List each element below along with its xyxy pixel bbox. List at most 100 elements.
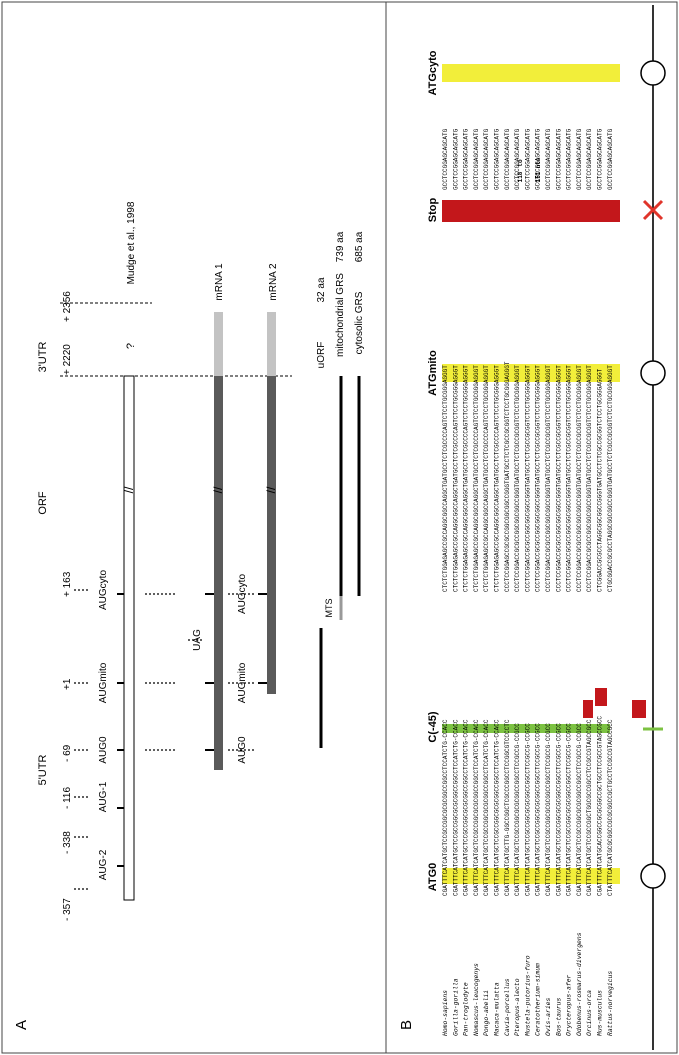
sequence-mid: CCCTCCGGACCGCGCCGGCGGCGGCCGGGTGATGCCTCTC… <box>586 365 593 592</box>
product-mito-length: 739 aa <box>335 231 346 262</box>
sequence-left: CGATTTCATCATGCTCCGCCGGCGCGCGGCCGGCCTCCAT… <box>442 719 449 896</box>
sequence-mid: CCCTCCGGACCGCGCCGGCGGCGGCCGGGTGATGCCTCTC… <box>555 365 562 592</box>
species-name: Odobenus-rosmarus-divergens <box>576 932 583 1036</box>
codon-aug-cyto-low: AUGcyto <box>237 574 248 614</box>
marker-atgmito <box>640 360 666 386</box>
pos-plus-2220: + 2220 <box>62 344 73 375</box>
sequence-mid: CCCTCCGGACCGCGCCGGCGGCGGCCGGGTGATGCCTCTC… <box>524 365 531 592</box>
sequence-mid: CTCTCTGGAGAGCCGCCAGGCGGCCAGGCTGATGCCTCTC… <box>473 365 480 592</box>
sequence-mid: CTCTCTGGAGAGCCGCCAGGCGGCCAGGCTGATGCCTCTC… <box>452 365 459 592</box>
product-cyto-name: cytosolic GRS <box>354 291 365 354</box>
sequence-left: CGATTTCATCATGCTCCGCCGGCGCGCGGCCGGCCTCCAT… <box>473 719 480 896</box>
codon-aug-0: AUG0 <box>98 736 109 764</box>
codon-aug-mito-low: AUGmito <box>237 662 248 703</box>
sequence-left: CGATTTCATCATGCTCCGCCGGCGCGCGGCCGGCCTCCGC… <box>524 723 531 896</box>
highlight-tag-mouse <box>632 700 646 718</box>
gap-note-1: 118 <box>517 171 524 182</box>
sequence-mid: CTCTCTGGAGAGCCGCCAGGCGGCCAGGCTGATGCCTCTC… <box>483 365 490 592</box>
mrna1-break-mark: // <box>211 486 225 493</box>
sequence-right: GCCTCCGGAGCAGCATG <box>535 128 542 190</box>
species-name: Ceratotherium-simum <box>535 963 542 1036</box>
product-cyto-length: 685 aa <box>354 231 365 262</box>
sequence-right: GCCTCCGGAGCAGCATG <box>473 128 480 190</box>
sequence-right: GCCTCCGGAGCAGCATG <box>555 128 562 190</box>
panel-b-label: B <box>398 1020 415 1030</box>
sequence-mid: CTCTCTGGAGAGCCGCCAGGCGGCCAGGCTGATGCCTCTC… <box>463 365 470 592</box>
gap-note-2: to <box>517 159 524 167</box>
sequence-left: CTATTTCATCATGCGCGGCCGCGCGGCCGCTGCCTCCGCC… <box>607 719 614 896</box>
sequence-right: GCCTCCGGAGCAGCATG <box>514 128 521 190</box>
species-name: Pan-troglodyte <box>463 982 470 1036</box>
highlight-stop <box>442 200 620 222</box>
sequence-left: CGATTTCATCATGCTCCGCCGGCGCGCGGCCGGCCTCCGC… <box>545 723 552 896</box>
sequence-right: GCCTCCGGAGCAGCATG <box>494 128 501 190</box>
species-name: Pteropus-alecto <box>514 978 521 1036</box>
codon-aug-m1: AUG-1 <box>98 781 109 812</box>
sequence-right: GCCTCCGGAGCAGCATG <box>463 128 470 190</box>
pos-plus-163: + 163 <box>62 571 73 597</box>
product-uorf-length: 32 aa <box>316 277 327 302</box>
gap-note-4: nts <box>535 157 542 168</box>
label-mrna2: mRNA 2 <box>268 263 279 301</box>
species-name: Nomascus-leucogenys <box>473 963 480 1036</box>
pos-minus-69: - 69 <box>62 744 73 762</box>
species-rows: Homo-sapiens CGATTTCATCATGCTCCGCCGGCGCGCG… <box>442 128 614 1036</box>
sequence-mid: CTCTCTGGAGAGCCGCCAGGCGGCCAGGCTGATGCCTCTC… <box>494 365 501 592</box>
sequence-left: CGATTTCATCATGCTCCGCCGGCGCGCGGCCGGCCTCCGC… <box>576 723 583 896</box>
transcript-mudge-bar <box>123 375 135 901</box>
sequence-right: GCCTCCGGAGCAGCATG <box>586 128 593 190</box>
highlight-atgmito <box>442 364 620 382</box>
sequence-left: CGATTTCATCATGCTCCGCCGGCTGGCGCCGGCCTCCGCC… <box>586 719 593 896</box>
sequence-mid: CCCTCCGGACCGCGCCGGCGGCGGCCGGGTGATGCCTCTC… <box>566 365 573 592</box>
sequence-right: GCCTCCGGAGCAGCATG <box>545 128 552 190</box>
panel-b: B ATG0 C(-45) ATGmito Stop ATGcyto Homo-… <box>398 5 666 1050</box>
sequence-left: CGATTTCATCATGCTCCGCCGGCGCGCGGCCGGCCTCCAT… <box>452 719 459 896</box>
sequence-mid: CCCTCCGGACCGCGCCGGCGGCGGCCGGGTGATGCCTCTC… <box>545 365 552 592</box>
species-name: Orcinus-orca <box>586 990 593 1036</box>
region-orf: ORF <box>37 491 49 515</box>
mrna2-bar <box>267 376 276 694</box>
sequence-mid: CCCTCCGGACCGCGCCGGCGGCGGCCGGGTGATGCCTCTC… <box>576 365 583 592</box>
sequence-right: GCCTCCGGAGCAGCATG <box>597 128 604 190</box>
sequence-left: CGATTTCATCATGCTCCGCCGGCGCGCGGCCGGCCTCCAT… <box>463 719 470 896</box>
species-name: Homo-sapiens <box>442 990 449 1036</box>
sequence-left: CGATTTCATCATGCTCCGCCGGCGCGCGGCCGGCCTCCGC… <box>535 723 542 896</box>
header-stop: Stop <box>427 198 439 223</box>
sequence-left: CGATTTCATCATGCTTG-GGCCGGCTCGCCCGGCCTCCGG… <box>504 719 511 896</box>
question-mark: ? <box>125 343 137 349</box>
highlight-atg0 <box>442 868 620 884</box>
mrna2-utr3 <box>267 312 276 376</box>
sequence-right: GCCTCCGGAGCAGCATG <box>442 128 449 190</box>
sequence-right: GCCTCCGGAGCAGCATG <box>524 128 531 190</box>
sequence-mid: CTGCGGACCGCGCCTAGGCGGCGGCCGGGTGATGCCTCTC… <box>607 365 614 592</box>
pos-minus-357: - 357 <box>62 898 73 921</box>
sequence-right: GCCTCCGGAGCAGCATG <box>607 128 614 190</box>
mudge-break-mark: // <box>122 486 136 493</box>
sequence-right: GCCTCCGGAGCAGCATG <box>566 128 573 190</box>
species-name: Mus-musculus <box>597 990 604 1036</box>
sequence-left: CGATTTCATCATGCTCCGCCGGCGCGCGGCCGGCCTCCAT… <box>483 719 490 896</box>
sequence-right: GCCTCCGGAGCAGCATG <box>483 128 490 190</box>
sequence-right: GCCTCCGGAGCAGCATG <box>576 128 583 190</box>
sequence-mid: CTCGGACCGCGCCTAGGCGGCGGCCGGGTGATGCCTCTCG… <box>597 368 604 592</box>
label-mts: MTS <box>324 599 334 618</box>
pos-minus-338: - 338 <box>62 831 73 854</box>
sequence-left: CGATTTCATCATGCTCCGCCGGCGCGCGGCCGGCCTCCGC… <box>514 723 521 896</box>
marker-stop <box>642 199 664 221</box>
species-name: Bos-taurus <box>555 997 562 1036</box>
species-name: Gorilla-gorilla <box>452 978 459 1036</box>
species-name: Mustela-putorius-furo <box>524 955 531 1036</box>
codon-aug-m2: AUG-2 <box>98 849 109 880</box>
sequence-mid: CCCTCCGGAGCCGCGCCGGCGGCGGCCGGGTGATGCCTCT… <box>504 361 511 592</box>
panel-b-frame <box>385 1 678 1054</box>
header-c45: C(-45) <box>427 711 439 743</box>
sequence-mid: CTCTCTGGAGAGCCGCCAGGCGGCCAGGCTGATGCCTCTC… <box>442 365 449 592</box>
panel-a-label: A <box>13 1020 30 1030</box>
sequence-mid: CCCTCCGGACCGCGCCGGCGGCGGCCGGGTGATGCCTCTC… <box>514 365 521 592</box>
species-name: Ovis-aries <box>545 997 552 1036</box>
species-name: Pongo-abelii <box>483 990 490 1036</box>
codon-aug-mito: AUGmito <box>98 662 109 703</box>
codon-aug-cyto: AUGcyto <box>98 570 109 610</box>
product-uorf-name: uORF <box>316 342 327 369</box>
